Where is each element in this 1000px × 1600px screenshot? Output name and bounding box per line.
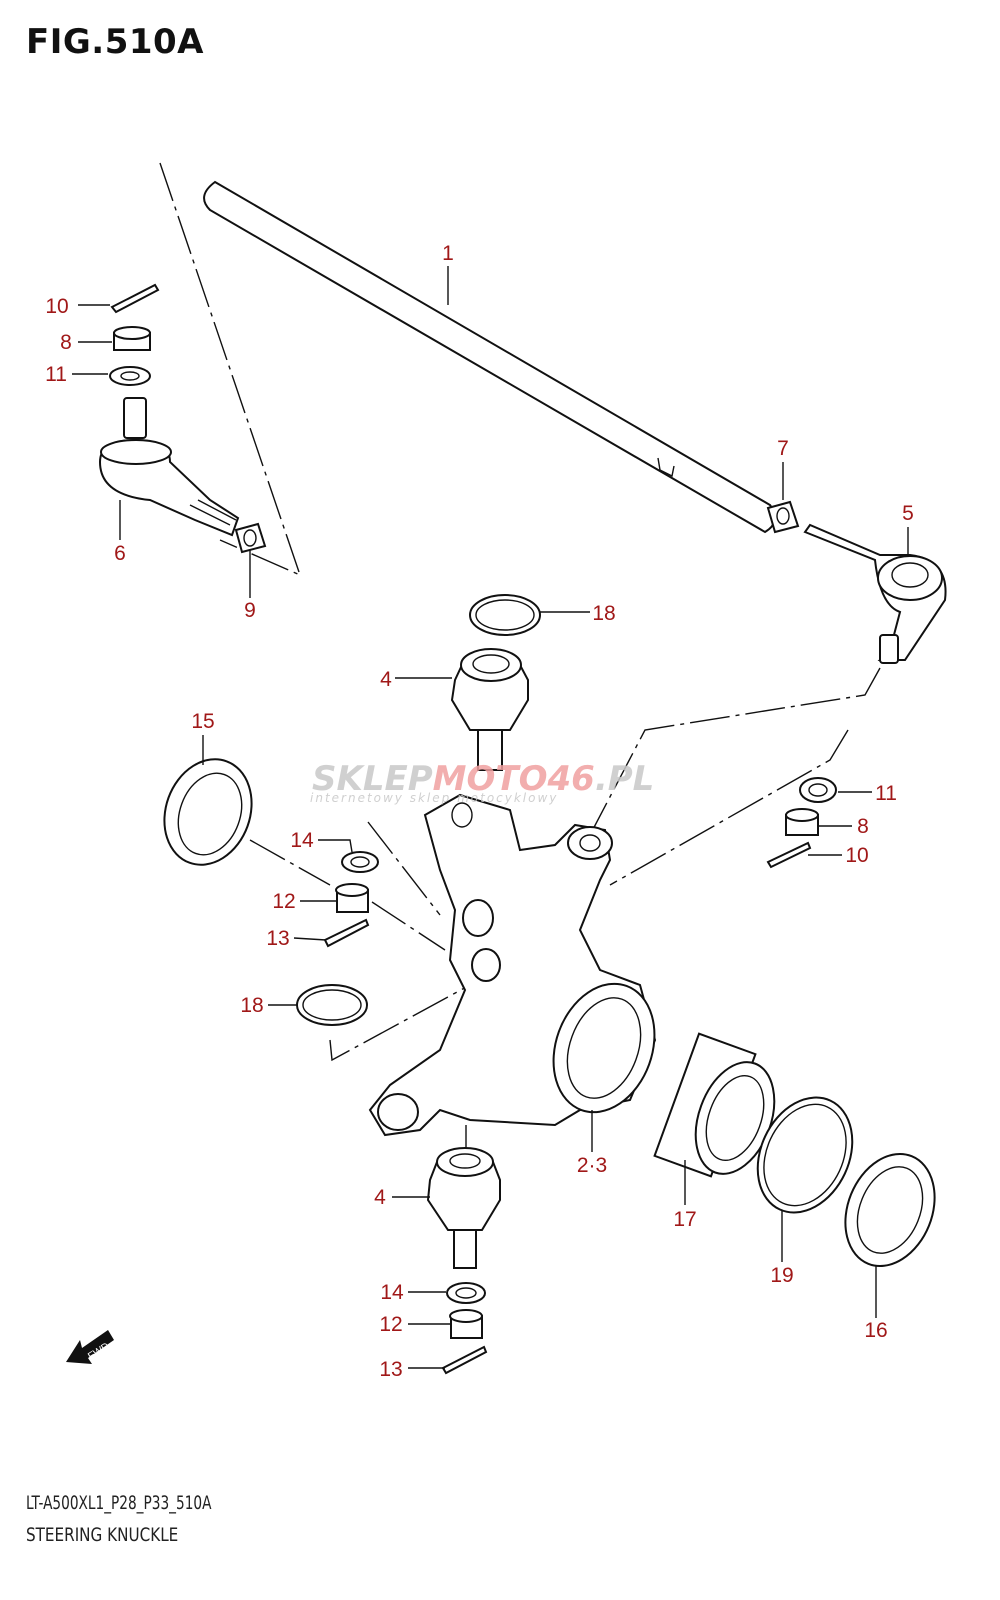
castle-nut-top-left[interactable] [113, 326, 151, 351]
callout-12-lower: 12 [379, 1313, 402, 1336]
callout-5: 5 [902, 502, 914, 525]
washer-top-left[interactable] [109, 366, 151, 386]
callout-18-left: 18 [240, 994, 263, 1017]
fwd-arrow-icon: FWD [66, 1330, 114, 1364]
callout-7: 7 [777, 437, 789, 460]
watermark-logo: SKLEPMOTO46.PL internetowy sklep motocyk… [310, 759, 654, 805]
callout-10: 10 [45, 295, 68, 318]
callout-17: 17 [673, 1208, 696, 1231]
nut-left[interactable] [234, 522, 267, 554]
figure-name: STEERING KNUCKLE [26, 1524, 179, 1546]
figure-title: FIG.510A [26, 22, 204, 62]
circlip-mid-left[interactable] [296, 984, 368, 1026]
callout-13: 13 [266, 927, 289, 950]
figure-code: LT-A500XL1_P28_P33_510A [26, 1492, 212, 1514]
callout-12: 12 [272, 890, 295, 913]
castle-nut-lower[interactable] [449, 1309, 483, 1339]
tie-rod-end-right[interactable] [803, 523, 947, 664]
oil-seal-left[interactable] [150, 747, 266, 877]
svg-text:internetowy sklep motocyklowy: internetowy sklep motocyklowy [310, 791, 558, 805]
leader-right-group [609, 729, 849, 886]
callout-4-lower: 4 [374, 1186, 386, 1209]
cotter-pin-right[interactable] [766, 841, 812, 869]
washer-mid-left[interactable] [341, 851, 379, 873]
oil-seal-right[interactable] [829, 1140, 950, 1279]
circlip-top[interactable] [469, 594, 541, 636]
cotter-pin-top-left[interactable] [110, 283, 160, 314]
leader-group-left [159, 162, 302, 577]
cotter-pin-mid-left[interactable] [323, 918, 370, 948]
leader-circlip [329, 984, 471, 1062]
callout-19: 19 [770, 1264, 793, 1287]
washer-lower[interactable] [446, 1282, 486, 1304]
steering-knuckle[interactable] [368, 793, 672, 1137]
ball-joint-lower[interactable] [426, 1125, 501, 1269]
castle-nut-mid-left[interactable] [335, 883, 369, 913]
leader-right-tie [589, 667, 881, 836]
ball-joint-upper[interactable] [450, 648, 529, 771]
leader-left-lines [249, 821, 446, 951]
callout-13-lower: 13 [379, 1358, 402, 1381]
callout-14-lower: 14 [380, 1281, 404, 1304]
wheel-bearing[interactable] [653, 1032, 789, 1185]
callout-leaders [72, 266, 909, 1369]
castle-nut-right[interactable] [785, 808, 819, 836]
callout-6: 6 [114, 542, 126, 565]
callout-18: 18 [592, 602, 615, 625]
circlip-right[interactable] [740, 1082, 870, 1228]
callout-14: 14 [290, 829, 314, 852]
callout-11: 11 [45, 363, 67, 386]
tie-rod-end-left[interactable] [98, 397, 240, 537]
callout-8-right: 8 [857, 815, 869, 838]
callout-10-right: 10 [845, 844, 868, 867]
cotter-pin-lower[interactable] [441, 1345, 488, 1375]
washer-right[interactable] [799, 777, 837, 803]
callout-11-right: 11 [875, 782, 897, 805]
callout-2-3: 2·3 [577, 1154, 607, 1177]
tie-rod[interactable] [203, 180, 776, 534]
callout-1: 1 [442, 242, 454, 265]
callout-8: 8 [60, 331, 72, 354]
callout-15: 15 [191, 710, 214, 733]
callout-4: 4 [380, 668, 392, 691]
callout-16: 16 [864, 1319, 887, 1342]
svg-text:SKLEPMOTO46.PL: SKLEPMOTO46.PL [312, 759, 654, 799]
callout-9: 9 [244, 599, 256, 622]
nut-right[interactable] [766, 500, 800, 534]
